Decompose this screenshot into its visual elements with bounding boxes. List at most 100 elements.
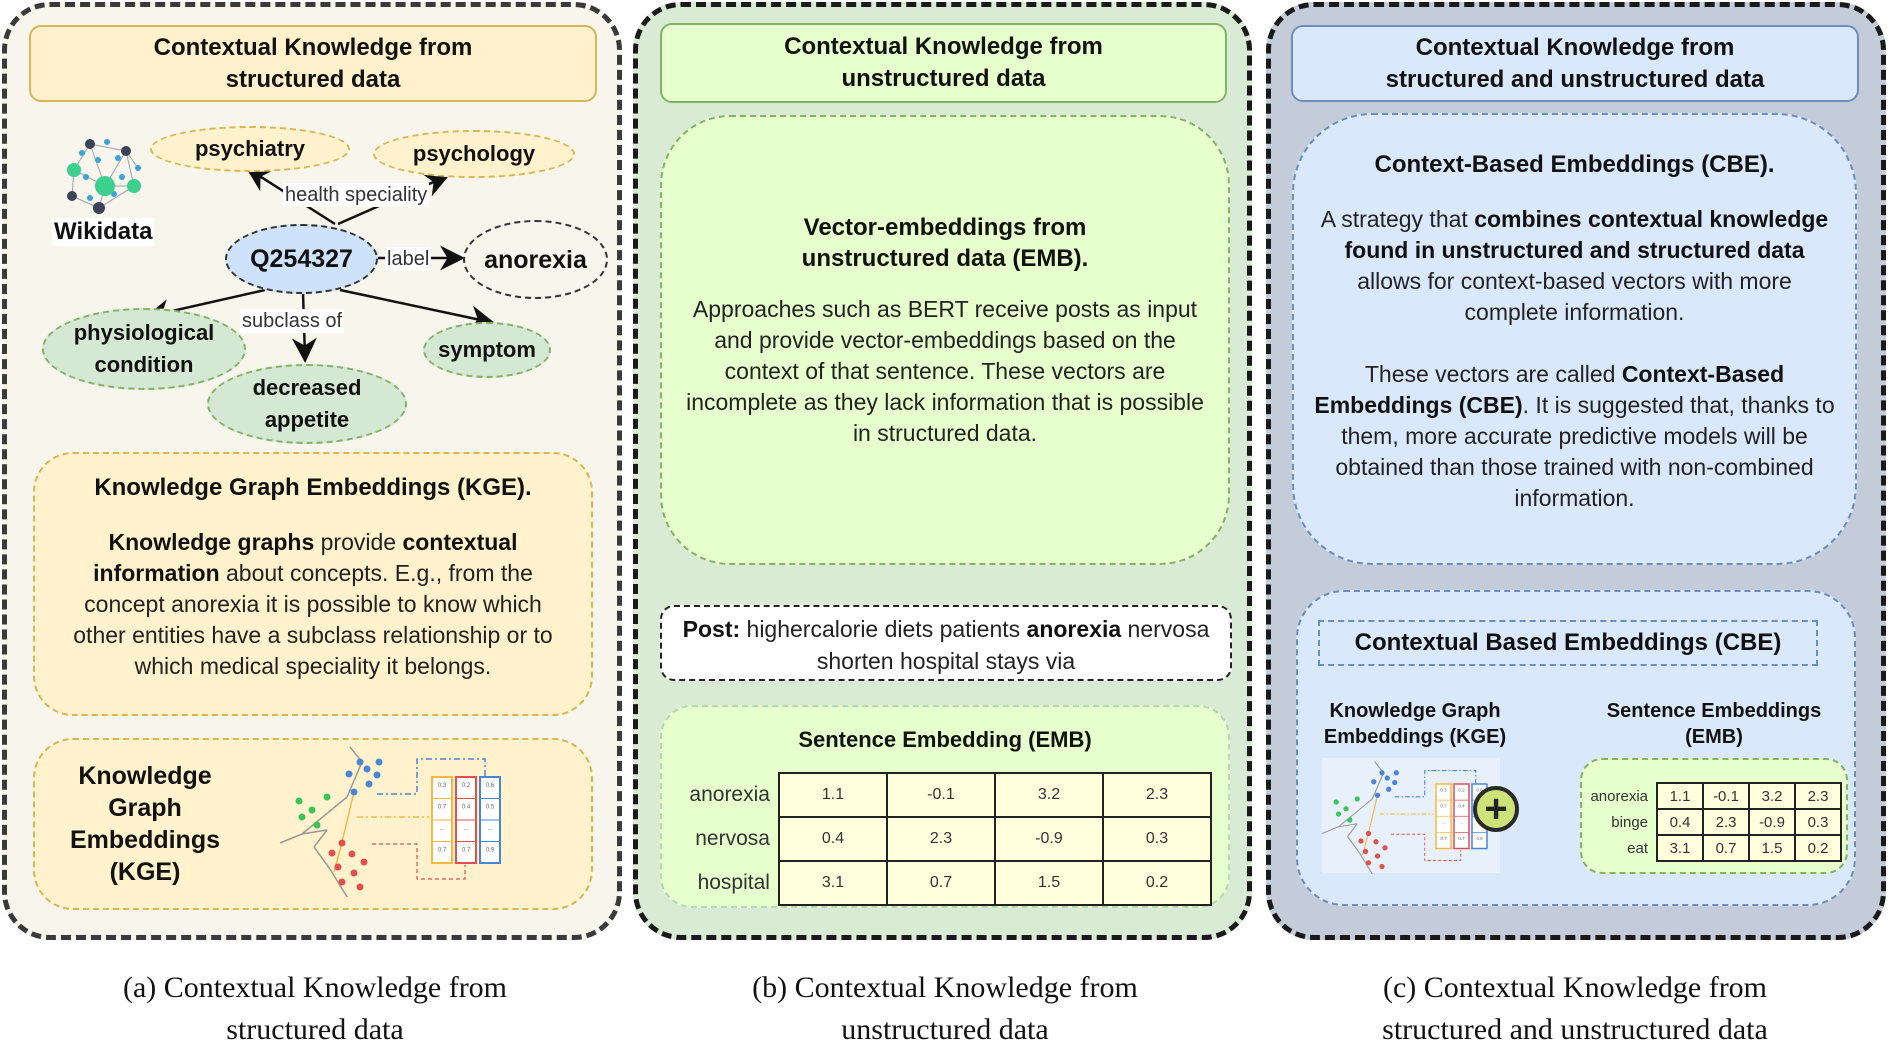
emb-title: Vector-embeddings from unstructured data… xyxy=(662,212,1228,274)
graph-node-blue xyxy=(356,758,364,766)
node-psychiatry-label: psychiatry xyxy=(194,136,306,161)
graph-node-green xyxy=(295,797,303,805)
wikidata-label: Wikidata xyxy=(52,218,155,246)
node-q254327-label: Q254327 xyxy=(250,245,353,273)
vector-value: 0.3 xyxy=(438,783,447,789)
vector-value: 0.6 xyxy=(486,783,495,789)
vector-value: 0.9 xyxy=(1476,836,1483,841)
graph-edge xyxy=(1347,836,1360,854)
embedding-value-cell: 0.7 xyxy=(885,860,996,906)
embedding-value-cell: 0.4 xyxy=(1656,808,1704,836)
text-run: . It is suggested that, thanks to them, … xyxy=(1335,392,1835,511)
caption-c-line-2: structured and unstructured data xyxy=(1382,1013,1768,1046)
panel-b-header-line-2: unstructured data xyxy=(841,65,1046,92)
embedding-value-cell: -0.1 xyxy=(1702,782,1750,810)
graph-node-red xyxy=(338,878,346,886)
embedding-value-cell: 3.1 xyxy=(1656,834,1704,862)
cbe-paragraph-2: These vectors are called Context-Based E… xyxy=(1300,359,1849,514)
vector-value: 0.7 xyxy=(1440,836,1447,841)
graph-node-red xyxy=(360,858,368,866)
edge-label-subclass-of: subclass of xyxy=(240,309,345,333)
graph-node-blue xyxy=(350,788,358,796)
embedding-value-cell: -0.9 xyxy=(1748,808,1796,836)
embedding-value-cell: 3.1 xyxy=(777,860,888,906)
embedding-value-cell: 2.3 xyxy=(1794,782,1842,810)
caption-b-line-1: (b) Contextual Knowledge from xyxy=(752,971,1138,1004)
embedding-value-cell: 0.3 xyxy=(1794,808,1842,836)
graph-node-red xyxy=(1362,848,1369,855)
embedding-value-cell: 1.5 xyxy=(993,860,1104,906)
text-run: contextual information xyxy=(93,529,518,586)
node-psychiatry: psychiatry xyxy=(150,126,350,172)
embedding-value-cell: 0.3 xyxy=(1101,816,1213,862)
sentence-embedding-title: Sentence Embedding (EMB) xyxy=(798,727,1092,752)
node-physiological-label-1: physiological xyxy=(73,320,215,345)
graph-edge xyxy=(313,829,328,848)
graph-node-red xyxy=(334,863,342,871)
panel-b-header-line-1: Contextual Knowledge from xyxy=(784,33,1103,60)
vector-value: 0.2 xyxy=(462,783,471,789)
graph-node-red xyxy=(356,883,364,891)
plus-icon: + xyxy=(1473,786,1519,832)
vector-value: 0.6 xyxy=(1476,788,1483,793)
graph-node-blue xyxy=(1371,779,1377,785)
vector-value: 0.4 xyxy=(462,805,471,811)
vector-value: 0.9 xyxy=(486,848,495,854)
graph-edge xyxy=(279,833,303,844)
text-run: allows for context-based vectors with mo… xyxy=(1357,268,1792,325)
edge-to-symptom xyxy=(339,288,495,331)
panel-a-header-line-2: structured data xyxy=(225,65,401,93)
post-text-box: Post: highercalorie diets patients anore… xyxy=(660,605,1232,681)
kge-title: Knowledge Graph Embeddings (KGE). xyxy=(94,474,532,501)
caption-a-line-1: (a) Contextual Knowledge from xyxy=(122,971,508,1004)
graph-node-blue xyxy=(1374,792,1381,798)
embedding-value-cell: 1.1 xyxy=(777,772,888,818)
kge-image-label-line-1: Knowledge xyxy=(78,762,212,790)
node-symptom-label: symptom xyxy=(438,337,536,362)
embedding-value-cell: 0.2 xyxy=(1101,860,1213,906)
text-run: nervosa shorten hospital stays via xyxy=(816,616,1210,674)
vector-value: 0.5 xyxy=(486,805,495,811)
embedding-value-cell: 0.2 xyxy=(1794,834,1842,862)
graph-edge xyxy=(1359,852,1371,871)
graph-node-red xyxy=(1379,863,1385,870)
embedding-row-label: eat xyxy=(1627,839,1648,857)
node-anorexia: anorexia xyxy=(463,220,608,299)
graph-node-red xyxy=(1382,845,1388,851)
embedding-value-cell: 1.1 xyxy=(1656,782,1704,810)
cbe-description-box: Context-Based Embeddings (CBE). A strate… xyxy=(1292,113,1857,565)
panel-c-header-line-2: structured and unstructured data xyxy=(1385,65,1765,93)
caption-c-line-1: (c) Contextual Knowledge from xyxy=(1382,971,1768,1004)
caption-a: (a) Contextual Knowledge from structured… xyxy=(0,967,630,1051)
graph-node-green xyxy=(308,806,316,814)
vector-value: ... xyxy=(1460,820,1464,825)
caption-c: (c) Contextual Knowledge from structured… xyxy=(1260,967,1890,1051)
cbe-emb-label-line-1: Sentence Embeddings xyxy=(1606,700,1822,722)
text-run: Context-Based Embeddings (CBE) xyxy=(1314,361,1785,418)
embedding-value-cell: 1.5 xyxy=(1748,834,1796,862)
cbe-kge-illustration: 0.30.7...0.70.20.4...0.70.60.5...0.9 xyxy=(1321,761,1488,874)
embedding-value-cell: -0.1 xyxy=(885,772,996,818)
graph-node-blue xyxy=(1384,775,1390,781)
graph-node-red xyxy=(1373,839,1379,845)
graph-node-green xyxy=(323,793,331,801)
graph-node-red xyxy=(1365,860,1372,866)
graph-edge xyxy=(346,761,363,798)
graph-node-blue xyxy=(1393,770,1399,776)
graph-node-red xyxy=(1365,830,1372,837)
graph-edge xyxy=(341,791,355,843)
graph-node-green xyxy=(298,813,306,821)
vector-value: 0.7 xyxy=(462,848,471,854)
graph-node-red xyxy=(338,839,346,847)
node-physiological-label-2: condition xyxy=(94,352,194,377)
panel-c-header-line-1: Contextual Knowledge from xyxy=(1415,33,1735,61)
node-symptom: symptom xyxy=(423,322,551,378)
vector-value: 0.2 xyxy=(1458,788,1465,793)
embedding-value-cell: 2.3 xyxy=(1101,772,1213,818)
graph-node-blue xyxy=(375,758,383,766)
graph-edge xyxy=(1338,823,1358,828)
text-run: A strategy that xyxy=(1320,206,1475,232)
